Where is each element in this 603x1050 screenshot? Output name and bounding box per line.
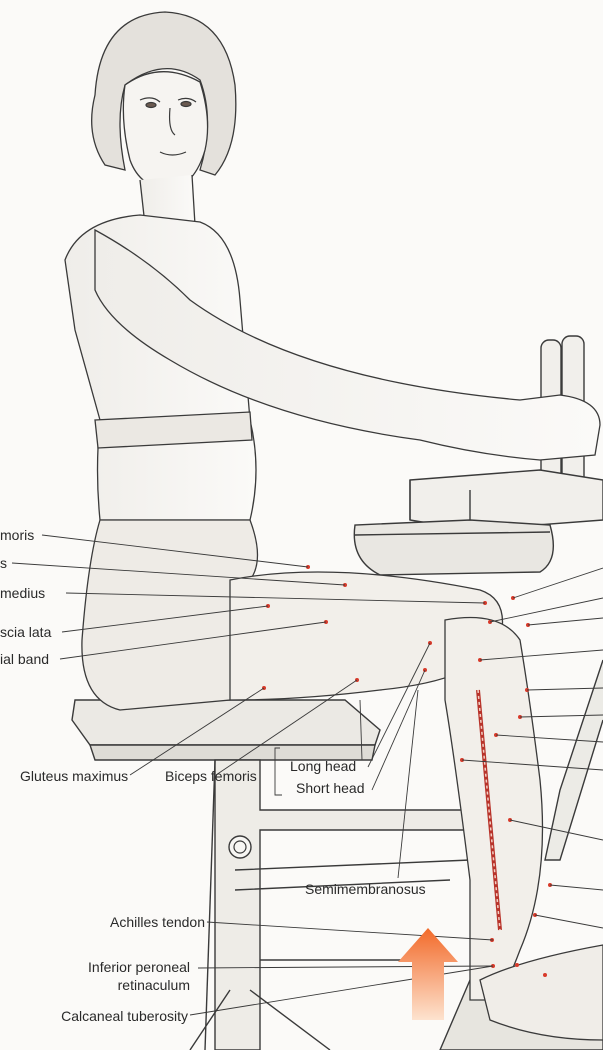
label-calcaneal-tuberosity: Calcaneal tuberosity (10, 1008, 188, 1024)
label-biceps-femoris: Biceps femoris (165, 768, 257, 784)
label-tensor-fasciae-latae: scia lata (0, 624, 51, 640)
label-gluteus-medius: medius (0, 585, 45, 601)
label-inferior-peroneal: Inferior peroneal (40, 959, 190, 975)
face (123, 72, 207, 190)
lower-leg (445, 618, 543, 1001)
label-long-head: Long head (290, 758, 356, 774)
label-iliotibial-band: ial band (0, 651, 49, 667)
label-rectus-femoris: moris (0, 527, 34, 543)
label-achilles-tendon: Achilles tendon (60, 914, 205, 930)
machine-brace (545, 660, 603, 860)
upward-arrow-icon (398, 928, 458, 1020)
label-short-head: Short head (296, 780, 365, 796)
copyright-circle-icon (229, 836, 251, 858)
label-semimembranosus: Semimembranosus (305, 881, 426, 897)
knee-pad (354, 520, 553, 575)
label-gluteus-maximus: Gluteus maximus (20, 768, 128, 784)
label-vastus-lateralis: s (0, 555, 7, 571)
label-retinaculum: retinaculum (40, 977, 190, 993)
